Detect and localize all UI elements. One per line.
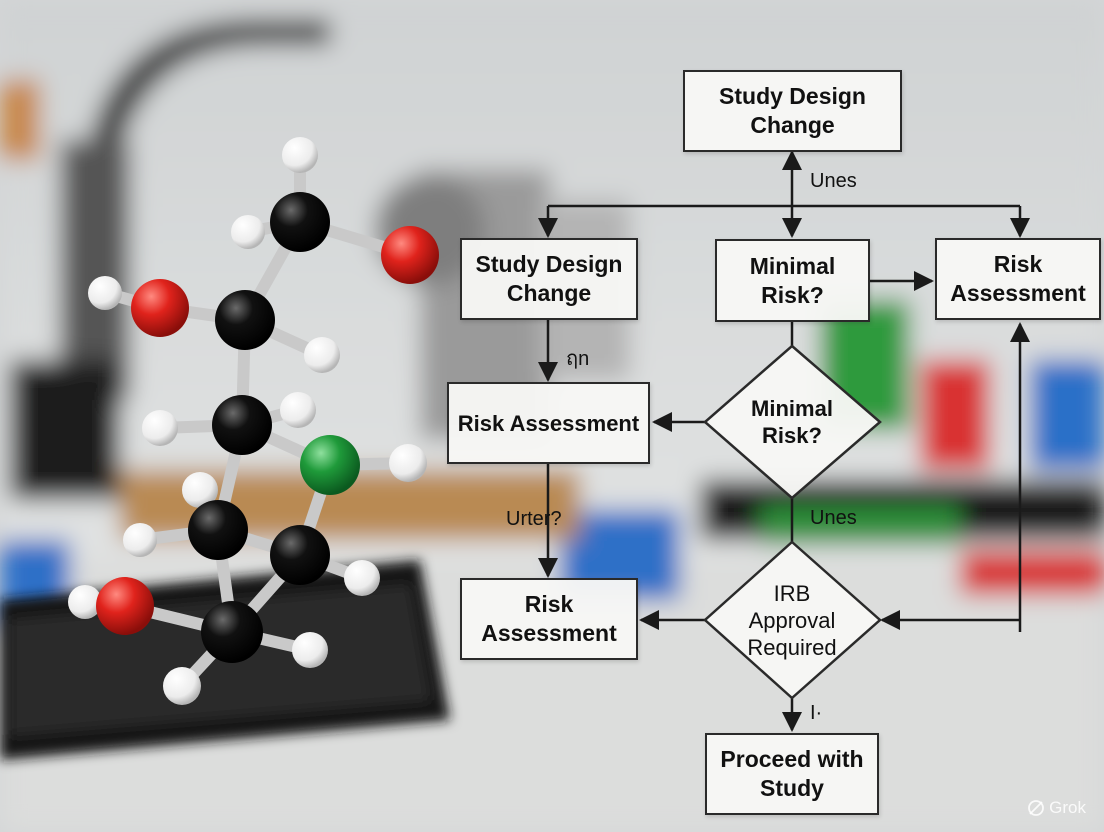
box-minimal-risk-middle-line2: Risk?: [750, 281, 836, 310]
box-risk-assessment-lower-line2: Assessment: [481, 619, 617, 648]
diamond-irb-line2: Approval: [747, 607, 836, 634]
edge-label-center: Unes: [810, 507, 857, 530]
box-risk-assessment-middle-text: Risk Assessment: [458, 409, 639, 438]
watermark-text: Grok: [1049, 798, 1086, 818]
diamond-minimal-risk-line2: Risk?: [751, 422, 833, 449]
box-risk-assessment-lower-line1: Risk: [481, 590, 617, 619]
box-proceed-line2: Study: [720, 774, 863, 803]
box-minimal-risk-middle-line1: Minimal: [750, 252, 836, 281]
edge-label-left-lower: Urter?: [506, 508, 562, 531]
diamond-irb-line1: IRB: [747, 580, 836, 607]
edge-label-bottom: I·: [810, 702, 822, 725]
box-risk-assessment-middle: Risk Assessment: [447, 382, 650, 464]
grok-logo-icon: [1027, 799, 1045, 817]
box-risk-assessment-right-line1: Risk: [950, 250, 1086, 279]
box-proceed-line1: Proceed with: [720, 745, 863, 774]
edge-label-top: Unes: [810, 170, 857, 193]
grok-watermark: Grok: [1027, 798, 1086, 818]
box-study-design-top-line2: Change: [719, 111, 866, 140]
box-study-design-top-line1: Study Design: [719, 82, 866, 111]
box-study-design-left-line1: Study Design: [476, 250, 623, 279]
box-study-design-left-line2: Change: [476, 279, 623, 308]
box-risk-assessment-right-line2: Assessment: [950, 279, 1086, 308]
edge-label-left-upper: ฤn: [566, 342, 589, 374]
diamond-minimal-risk-line1: Minimal: [751, 395, 833, 422]
diamond-irb-line3: Required: [747, 634, 836, 661]
